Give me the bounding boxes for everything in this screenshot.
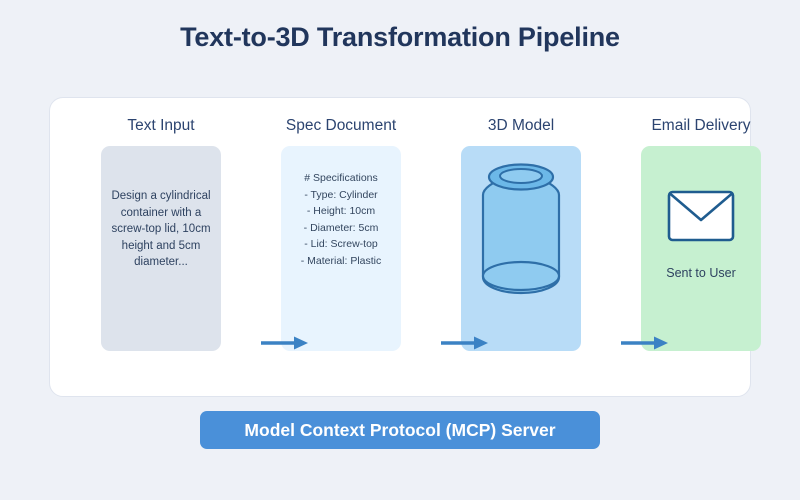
- stage-label-email-delivery: Email Delivery: [651, 117, 751, 134]
- stage-spec-document: Spec Document # Specifications - Type: C…: [261, 98, 421, 398]
- spec-line: - Lid: Screw-top: [304, 238, 378, 250]
- arrow-right-icon: [621, 336, 668, 350]
- stage-label-spec-document: Spec Document: [285, 117, 397, 134]
- envelope-icon: [667, 190, 735, 242]
- mcp-server-label: Model Context Protocol (MCP) Server: [244, 419, 556, 440]
- spec-line: - Height: 10cm: [306, 205, 376, 217]
- spec-line: - Material: Plastic: [300, 254, 382, 267]
- model-box: [461, 146, 581, 351]
- stage-email-delivery: Email Delivery Sent to User: [621, 98, 781, 398]
- arrow-right-icon: [441, 336, 488, 350]
- cylinder-with-screw-top-lid-icon: [481, 163, 561, 295]
- stage-text-input: Text Input Design a cylindrical containe…: [81, 98, 241, 398]
- spec-line: - Diameter: 5cm: [303, 221, 379, 234]
- arrow-right-icon: [261, 336, 308, 350]
- spec-line: # Specifications: [304, 172, 378, 184]
- pipeline-card: Text Input Design a cylindrical containe…: [49, 97, 761, 398]
- arrow-model-to-email: [621, 335, 671, 351]
- arrow-spec-to-model: [441, 335, 491, 351]
- arrow-text-to-spec: [261, 335, 311, 351]
- prompt-text: Design a cylindrical container with a sc…: [111, 190, 211, 268]
- spec-document-box: # Specifications - Type: Cylinder - Heig…: [281, 146, 401, 351]
- spec-line: - Type: Cylinder: [304, 188, 378, 201]
- stage-label-3d-model: 3D Model: [487, 117, 555, 134]
- mcp-server-bar: Model Context Protocol (MCP) Server: [200, 411, 600, 449]
- stage-label-text-input: Text Input: [127, 117, 195, 134]
- spec-list: # Specifications - Type: Cylinder - Heig…: [289, 170, 393, 269]
- stage-3d-model: 3D Model: [441, 98, 601, 398]
- sent-to-user-caption: Sent to User: [666, 266, 736, 280]
- email-delivery-box: Sent to User: [641, 146, 761, 351]
- text-input-box: Design a cylindrical container with a sc…: [101, 146, 221, 351]
- page-title: Text-to-3D Transformation Pipeline: [180, 22, 620, 52]
